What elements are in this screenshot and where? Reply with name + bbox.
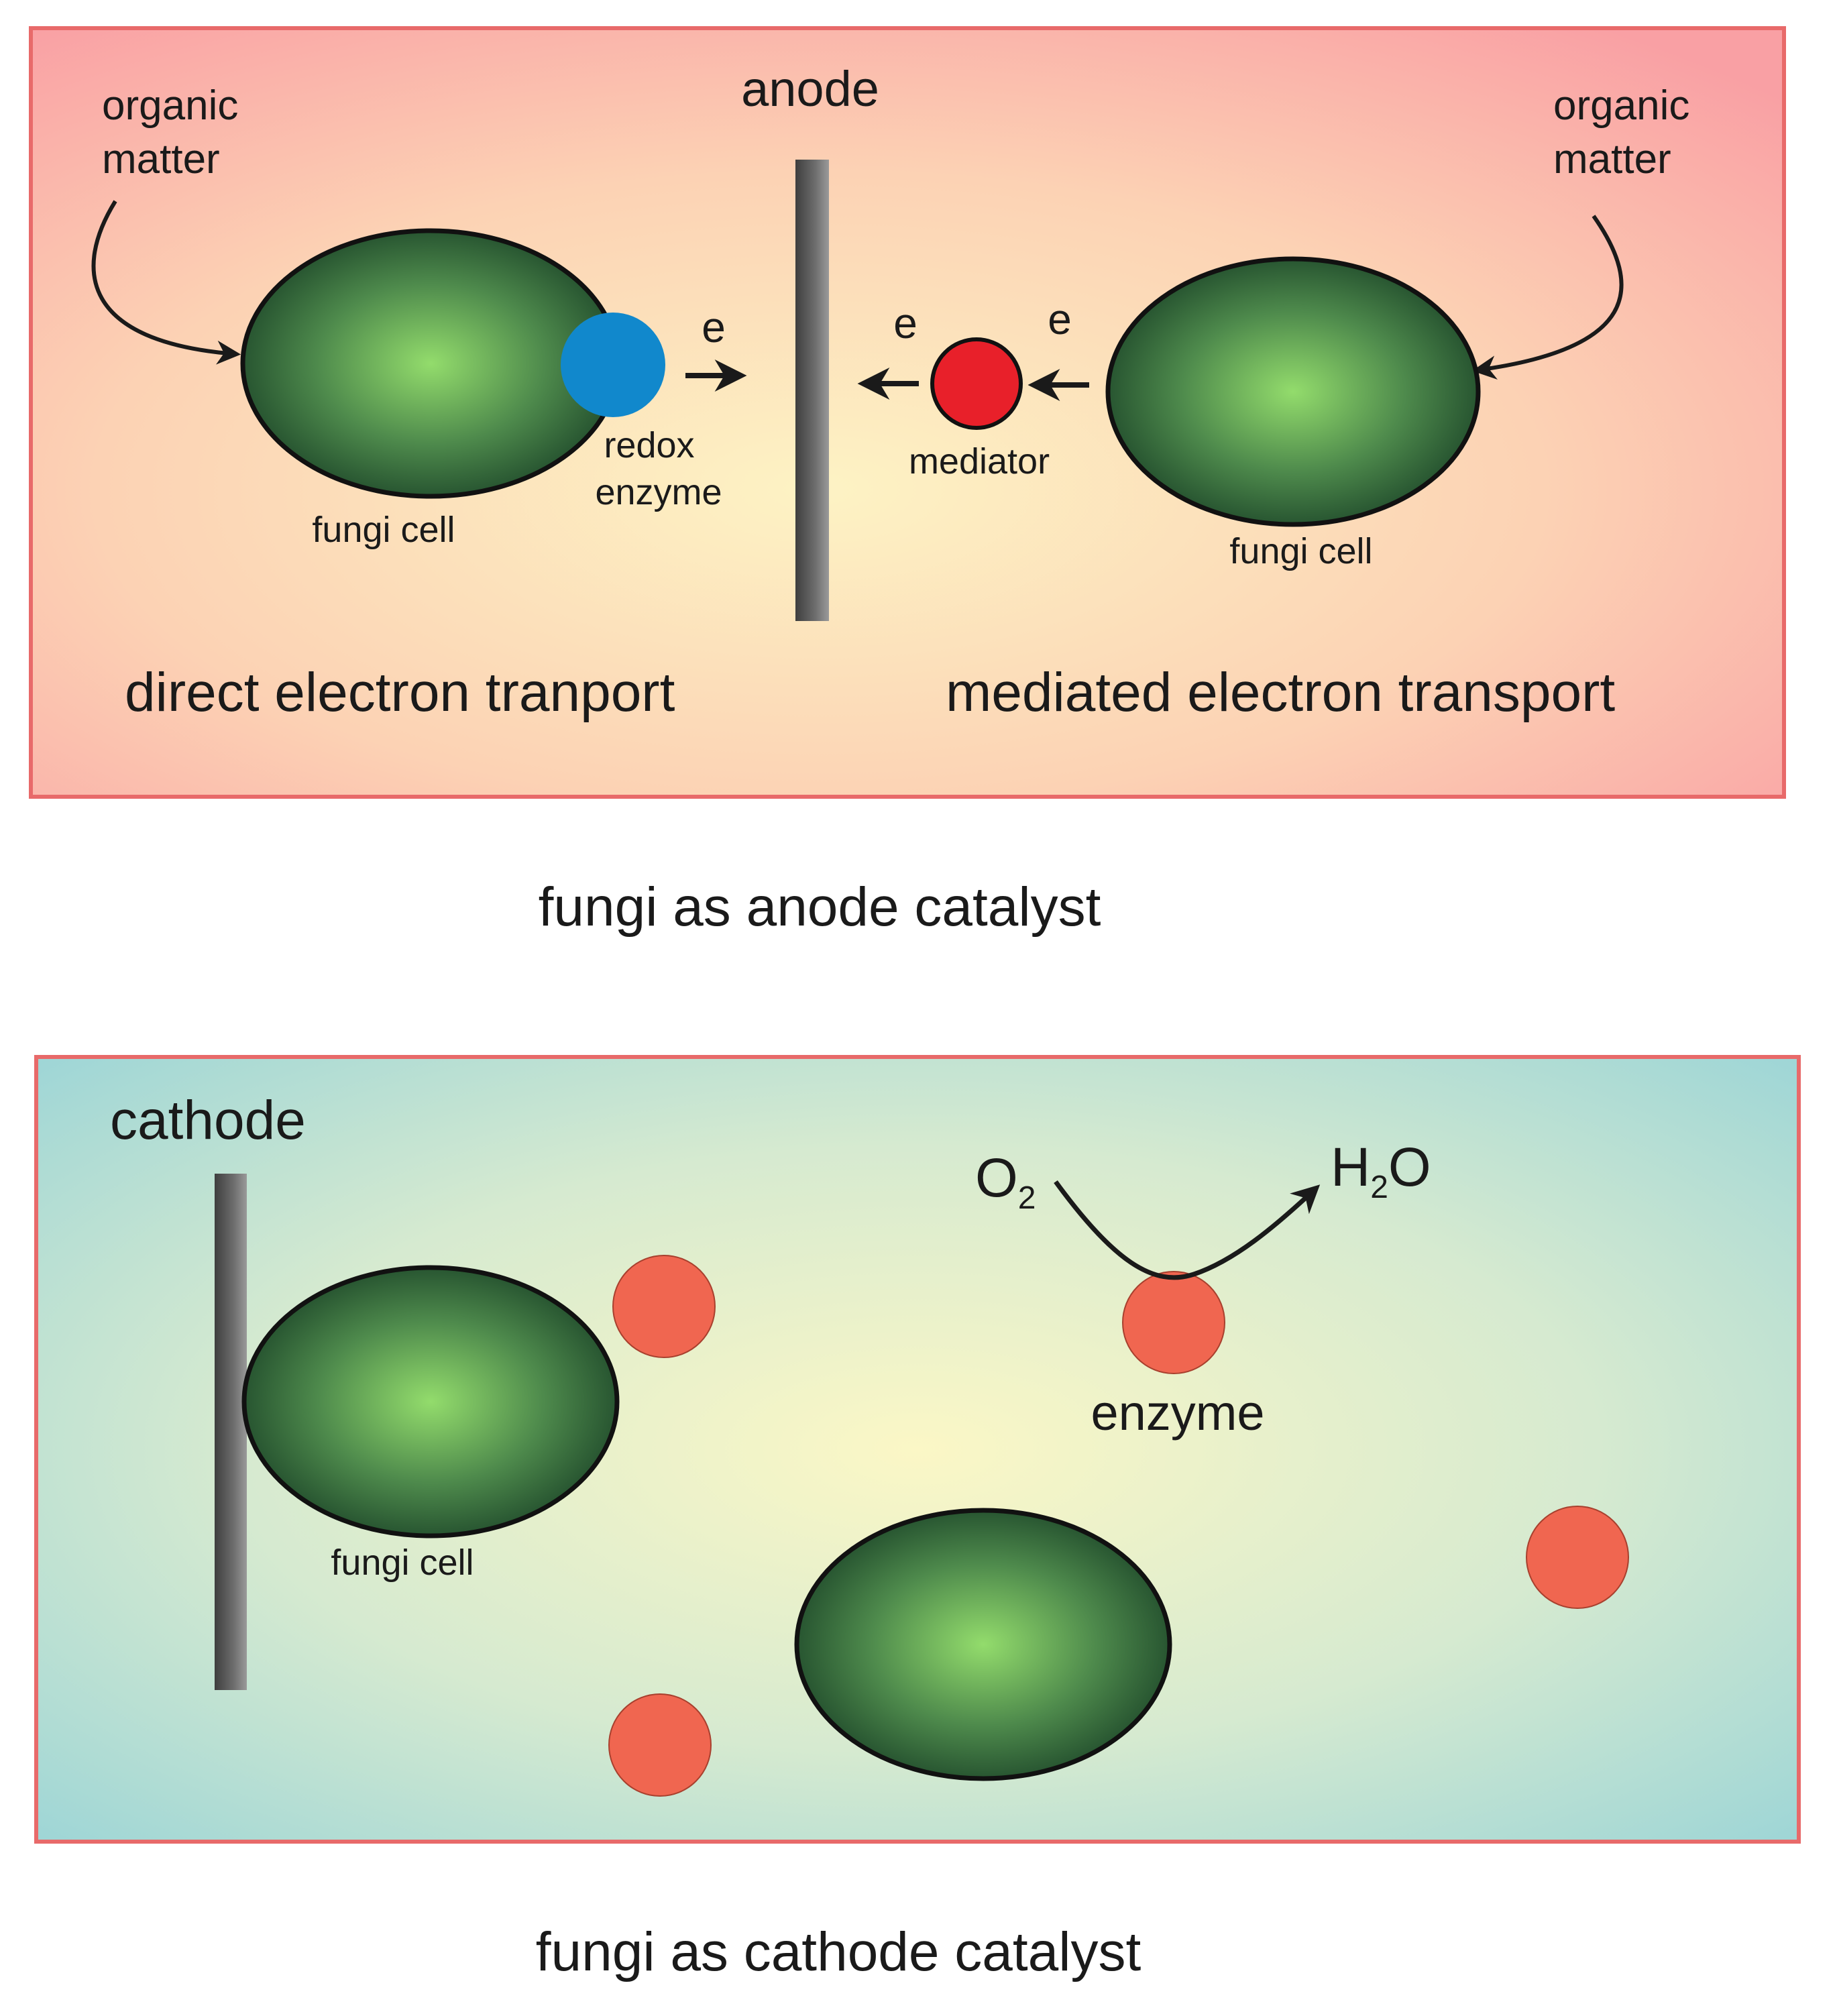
redox-enzyme (561, 313, 665, 417)
direct-transport-group: organic matter fungi cell redox enzyme e… (91, 82, 747, 723)
redox-enzyme-label-1: redox (604, 425, 694, 465)
anode-electrode (795, 160, 829, 621)
electron-label-direct: e (702, 303, 726, 351)
enzyme-label: enzyme (1091, 1385, 1264, 1441)
oxygen-subscript: 2 (1018, 1180, 1036, 1216)
anode-caption: fungi as anode catalyst (539, 877, 1101, 938)
organic-matter-label-right-1: organic (1553, 82, 1689, 129)
electron-label-mediated-1: e (893, 299, 917, 347)
organic-matter-label-left-1: organic (102, 82, 238, 129)
enzyme-particle-reacting (1122, 1271, 1225, 1374)
direct-transport-label: direct electron tranport (125, 662, 675, 723)
water-main-o: O (1388, 1137, 1431, 1198)
water-main-h: H (1331, 1137, 1370, 1198)
mediator-label: mediator (909, 441, 1050, 482)
cathode-label: cathode (110, 1090, 306, 1151)
oxygen-label: O2 (975, 1147, 1036, 1216)
mediated-transport-label: mediated electron transport (946, 662, 1615, 723)
anode-panel: anode organic matter fungi cell redox en… (29, 26, 1786, 799)
organic-matter-label-left-2: matter (102, 136, 220, 182)
cathode-panel: cathode fungi cell enzyme O2 H2O (34, 1055, 1801, 1844)
organic-matter-label-right-2: matter (1553, 136, 1671, 182)
fungi-cell-label-right: fungi cell (1229, 531, 1372, 571)
mediated-transport-group: organic matter fungi cell mediator e e m… (857, 82, 1689, 723)
fungi-cell-right (1105, 256, 1481, 527)
anode-label: anode (741, 61, 879, 117)
mediator (930, 337, 1023, 430)
fungi-cell-attached (241, 1265, 620, 1538)
cathode-electrode (215, 1174, 247, 1690)
water-subscript: 2 (1370, 1170, 1388, 1205)
fungi-cell-label-left: fungi cell (312, 510, 455, 550)
fungi-cell-free (794, 1508, 1172, 1781)
organic-matter-arrow-left (91, 200, 241, 365)
enzyme-particle-1 (612, 1255, 716, 1358)
electron-label-mediated-2: e (1048, 295, 1072, 343)
fungi-cell-label-cathode: fungi cell (331, 1543, 474, 1583)
cathode-caption: fungi as cathode catalyst (536, 1921, 1142, 1982)
enzyme-particle-4 (608, 1693, 712, 1797)
oxygen-main: O (975, 1147, 1018, 1209)
oxygen-to-water-arrow (1054, 1180, 1321, 1280)
organic-matter-arrow-right (1471, 215, 1624, 380)
water-label: H2O (1331, 1137, 1431, 1205)
enzyme-particle-3 (1526, 1506, 1629, 1609)
redox-enzyme-label-2: enzyme (595, 472, 722, 512)
